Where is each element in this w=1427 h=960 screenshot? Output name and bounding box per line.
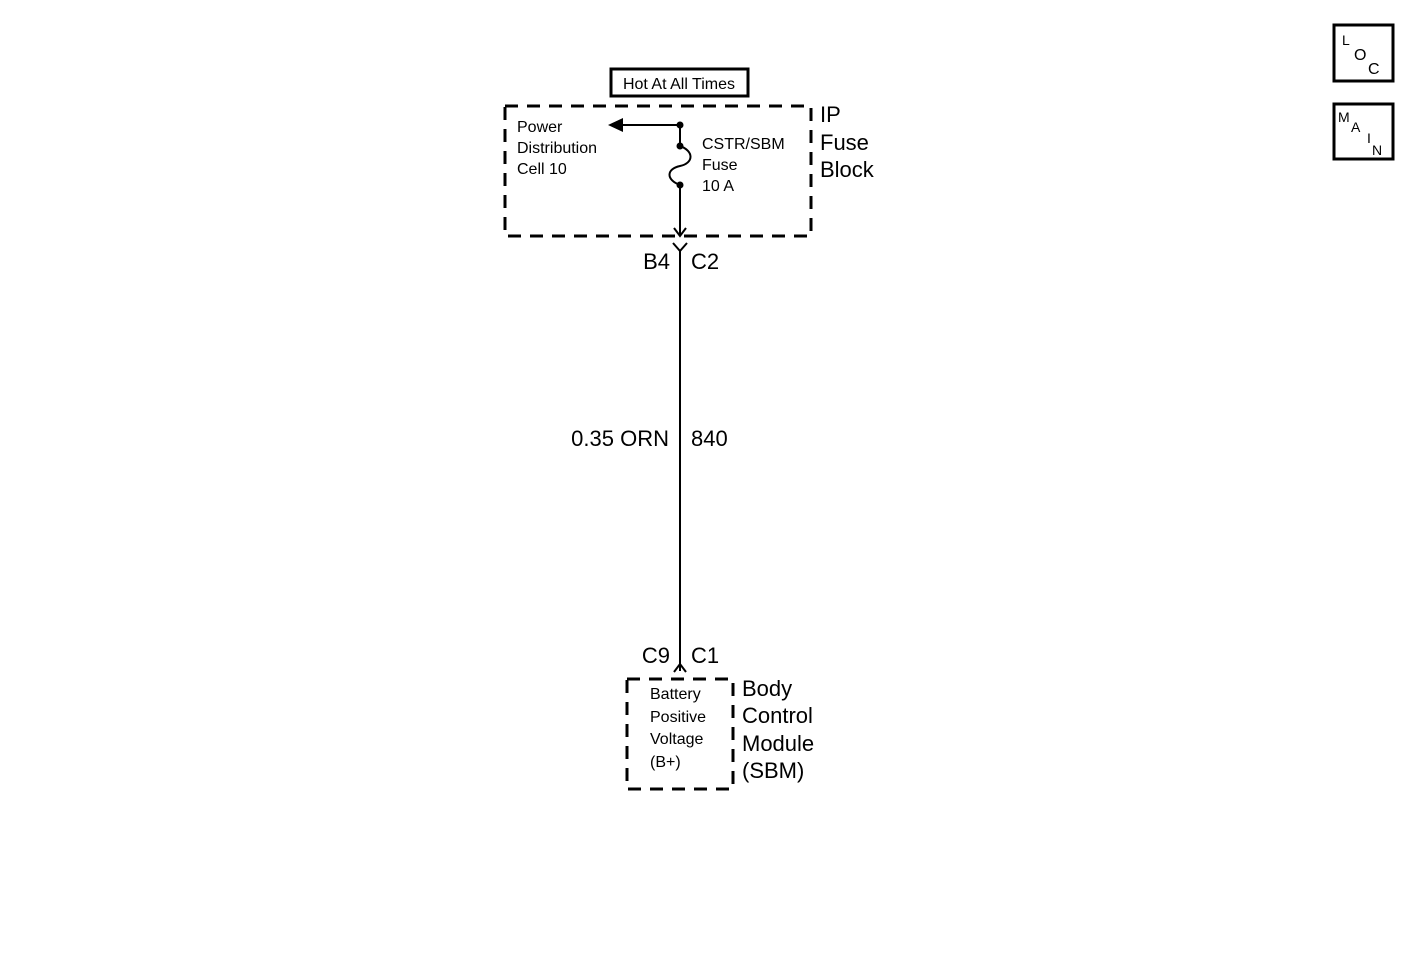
fuse-symbol <box>668 125 692 189</box>
svg-text:C: C <box>1368 61 1380 78</box>
svg-text:Block: Block <box>820 157 875 182</box>
svg-text:Fuse: Fuse <box>820 130 869 155</box>
loc-button[interactable]: L O C <box>1332 23 1395 83</box>
fuse-label: CSTR/SBM Fuse 10 A <box>702 136 785 195</box>
connector-bottom: C9 C1 <box>642 643 719 673</box>
svg-text:10 A: 10 A <box>702 178 734 195</box>
svg-text:IP: IP <box>820 102 841 127</box>
svg-text:A: A <box>1351 119 1361 135</box>
wire-label: 0.35 ORN 840 <box>571 426 728 451</box>
connector-top-right: C2 <box>691 249 719 274</box>
male-terminal-top <box>673 227 687 238</box>
connector-bottom-right: C1 <box>691 643 719 668</box>
svg-text:N: N <box>1372 142 1382 158</box>
svg-text:L: L <box>1342 32 1350 48</box>
power-distribution-label: Power Distribution Cell 10 <box>517 119 597 178</box>
svg-text:Fuse: Fuse <box>702 157 738 174</box>
svg-text:Battery: Battery <box>650 686 701 703</box>
bcm-label: Body Control Module (SBM) <box>742 676 814 783</box>
connector-top-left: B4 <box>643 249 670 274</box>
svg-text:Control: Control <box>742 703 813 728</box>
bus-arrow <box>608 118 684 132</box>
svg-text:Power: Power <box>517 119 563 136</box>
svg-text:(B+): (B+) <box>650 754 681 771</box>
svg-text:I: I <box>1367 130 1371 146</box>
svg-text:(SBM): (SBM) <box>742 758 804 783</box>
svg-text:Module: Module <box>742 731 814 756</box>
wire-circuit-number: 840 <box>691 426 728 451</box>
svg-text:Positive: Positive <box>650 709 706 726</box>
svg-text:CSTR/SBM: CSTR/SBM <box>702 136 785 153</box>
svg-text:M: M <box>1338 109 1350 125</box>
svg-text:Body: Body <box>742 676 792 701</box>
svg-text:Distribution: Distribution <box>517 140 597 157</box>
svg-text:Voltage: Voltage <box>650 731 703 748</box>
svg-text:Cell 10: Cell 10 <box>517 161 567 178</box>
bcm-outline <box>625 677 735 791</box>
connector-top: B4 C2 <box>643 242 719 274</box>
svg-text:Hot At All Times: Hot At All Times <box>623 76 735 93</box>
bcm-pin-label: Battery Positive Voltage (B+) <box>650 686 706 771</box>
power-source-label: Hot At All Times <box>609 67 750 98</box>
ip-fuse-block-label: IP Fuse Block <box>820 102 875 182</box>
main-button[interactable]: M A I N <box>1332 102 1395 161</box>
svg-text:O: O <box>1354 47 1366 64</box>
wire-gauge-color: 0.35 ORN <box>571 426 669 451</box>
connector-bottom-left: C9 <box>642 643 670 668</box>
